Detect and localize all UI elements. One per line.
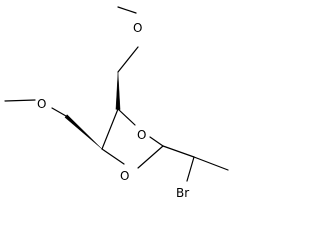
atom-o-ring-top: O — [137, 128, 146, 142]
wedge-bond-left — [64, 114, 103, 150]
atom-o-methoxy-top: O — [133, 21, 142, 35]
structure-diagram: O O O O Br — [4, 6, 229, 200]
bond-c2-chbr — [162, 145, 195, 158]
bond-top-ch3-o — [117, 6, 137, 14]
atom-o-methoxy-left: O — [37, 97, 46, 111]
bond-ring-c4-o — [117, 108, 136, 126]
atom-o-ring-bottom: O — [120, 169, 129, 183]
bond-ring-c4-c5 — [101, 108, 119, 150]
bond-ring-o-c2 — [149, 136, 164, 147]
bond-top-o-ch2 — [117, 46, 139, 73]
wedge-bond-top — [115, 71, 121, 110]
bond-ring-c2-o — [137, 145, 164, 169]
bond-ring-o-c5 — [101, 148, 125, 165]
bond-left-ch2-o — [51, 107, 67, 117]
bond-chbr-br — [186, 156, 195, 182]
atom-bromine: Br — [176, 186, 189, 200]
bond-left-o-ch3 — [4, 99, 36, 102]
bond-chbr-ch3 — [193, 156, 229, 171]
